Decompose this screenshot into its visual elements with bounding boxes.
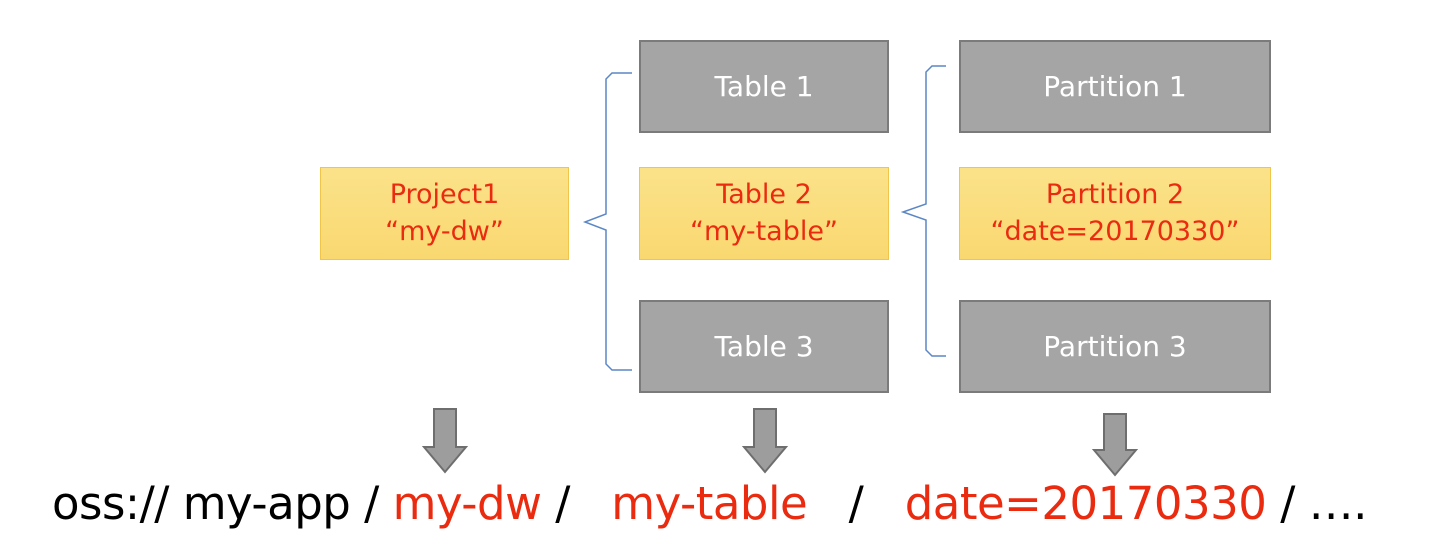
partition-id: “date=20170330” [990, 215, 1240, 247]
table-label: Table 1 [714, 69, 814, 103]
path-partition: date=20170330 [904, 477, 1267, 530]
brace-project-tables [582, 72, 632, 371]
arrow-down-icon [741, 408, 789, 474]
table-box-2: Table 2 “my-table” [639, 167, 889, 260]
project-box: Project1 “my-dw” [320, 167, 569, 260]
path-prefix: oss:// my-app / [52, 477, 393, 530]
table-box-1: Table 1 [639, 40, 889, 133]
partition-box-2: Partition 2 “date=20170330” [959, 167, 1271, 260]
table-id: “my-table” [690, 215, 838, 247]
project-name: Project1 [389, 179, 500, 211]
table-label: Table 3 [714, 329, 814, 363]
path-project: my-dw [392, 477, 542, 530]
partition-box-3: Partition 3 [959, 300, 1271, 393]
oss-path: oss:// my-app / my-dw / my-table / date=… [52, 474, 1367, 534]
partition-box-1: Partition 1 [959, 40, 1271, 133]
arrow-down-icon [1091, 413, 1139, 477]
partition-name: Partition 2 [1045, 179, 1185, 211]
arrow-down-icon [421, 408, 469, 474]
path-suffix: / …. [1266, 477, 1367, 530]
path-separator: / [541, 477, 612, 530]
project-id: “my-dw” [385, 215, 504, 247]
path-separator: / [807, 477, 905, 530]
partition-label: Partition 1 [1043, 69, 1187, 103]
brace-table-partitions [900, 65, 946, 357]
path-table: my-table [611, 477, 808, 530]
table-name: Table 2 [716, 179, 812, 211]
table-box-3: Table 3 [639, 300, 889, 393]
partition-label: Partition 3 [1043, 329, 1187, 363]
